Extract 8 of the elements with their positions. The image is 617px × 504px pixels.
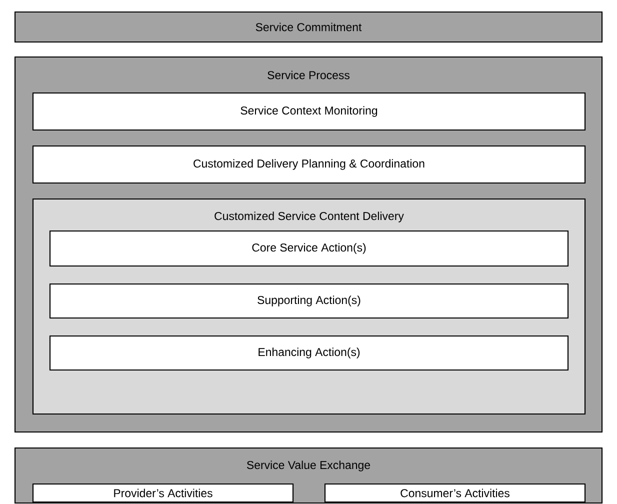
- label-box: Customized Delivery Planning & Coordination: [32, 145, 586, 184]
- label-box: Provider’s Activities: [32, 483, 294, 503]
- label-box: Enhancing Action(s): [49, 335, 569, 371]
- label-box: Consumer’s Activities: [324, 483, 586, 503]
- label-box: Supporting Action(s): [49, 283, 569, 319]
- label-box: Core Service Action(s): [49, 230, 569, 267]
- label-box: Service Context Monitoring: [32, 92, 586, 131]
- label-box: Service Commitment: [14, 11, 603, 43]
